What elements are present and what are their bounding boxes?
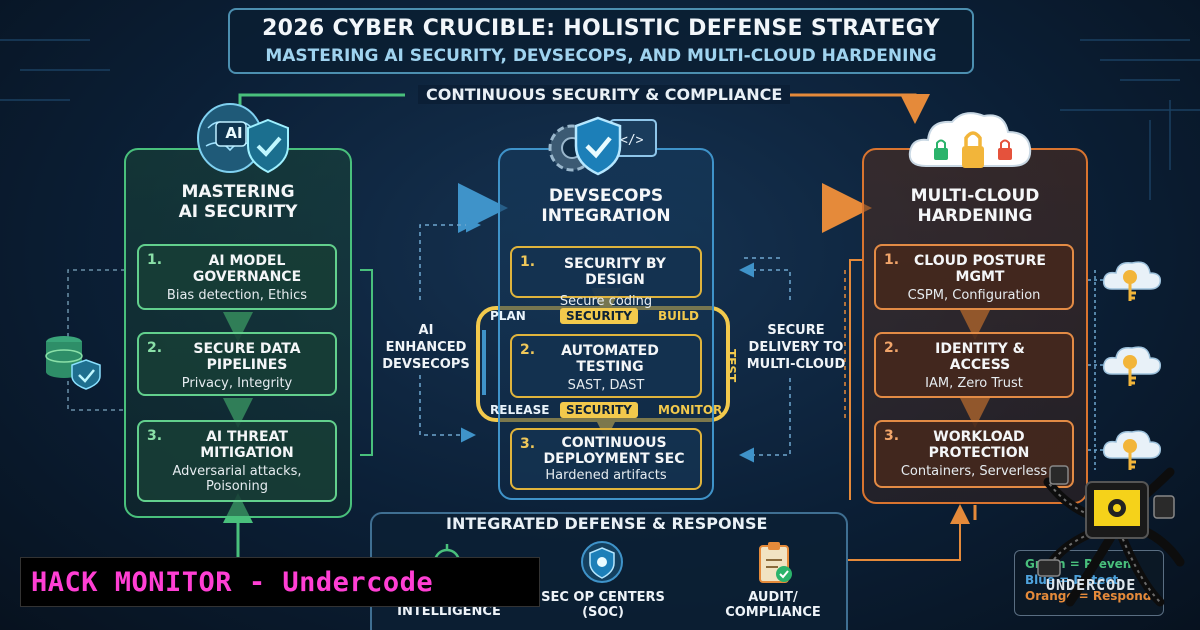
loop-test-label: TEST	[724, 349, 738, 383]
bottom-item-audit: AUDIT/ COMPLIANCE	[725, 590, 821, 620]
dev-card-2: 2. AUTOMATED TESTING SAST, DAST	[510, 334, 702, 398]
cloud-key-icon	[1102, 424, 1162, 474]
ai-enhanced-devsecops-label: AI ENHANCED DEVSECOPS	[382, 323, 470, 372]
ai-card-1: 1. AI MODEL GOVERNANCE Bias detection, E…	[137, 244, 337, 310]
bottom-item-intelligence: INTELLIGENCE	[397, 604, 501, 619]
card-number: 2.	[520, 342, 536, 358]
dev-title-line2: INTEGRATION	[541, 206, 671, 226]
mc-card-3: 3. WORKLOAD PROTECTION Containers, Serve…	[874, 420, 1074, 488]
hack-monitor-watermark: HACK MONITOR - Undercode	[20, 557, 540, 607]
card-subtitle: SAST, DAST	[567, 378, 645, 393]
database-shield-icon	[40, 332, 104, 390]
dev-card-1: 1. SECURITY BY DESIGN Secure coding	[510, 246, 702, 309]
page-title: 2026 CYBER CRUCIBLE: HOLISTIC DEFENSE ST…	[262, 16, 940, 41]
mc-title-line2: HARDENING	[917, 206, 1033, 226]
card-number: 1.	[147, 252, 163, 268]
card-subtitle: CSPM, Configuration	[907, 288, 1041, 303]
mc-card-1: 1. CLOUD POSTURE MGMT CSPM, Configuratio…	[874, 244, 1074, 310]
card-number: 3.	[147, 428, 163, 444]
dev-title-line1: DEVSECOPS	[548, 186, 664, 206]
ai-column-title: MASTERING AI SECURITY	[124, 182, 352, 222]
card-subtitle: Hardened artifacts	[545, 468, 667, 483]
devsecops-column-title: DEVSECOPS INTEGRATION	[498, 186, 714, 226]
page-subtitle: MASTERING AI SECURITY, DEVSECOPS, AND MU…	[265, 46, 937, 66]
bottom-item-soc: SEC OP CENTERS (SOC)	[541, 590, 665, 620]
ai-card-2: 2. SECURE DATA PIPELINES Privacy, Integr…	[137, 332, 337, 396]
loop-monitor-label: MONITOR	[658, 403, 723, 417]
bottom-box-title: INTEGRATED DEFENSE & RESPONSE	[446, 514, 768, 533]
card-title: IDENTITY & ACCESS	[935, 341, 1025, 373]
card-title: AI MODEL GOVERNANCE	[192, 253, 302, 285]
card-subtitle: IAM, Zero Trust	[925, 376, 1023, 391]
mc-title-line1: MULTI-CLOUD	[910, 186, 1040, 206]
card-number: 3.	[884, 428, 900, 444]
dev-card-3: 3. CONTINUOUS DEPLOYMENT SEC Hardened ar…	[510, 428, 702, 490]
top-banner-label: CONTINUOUS SECURITY & COMPLIANCE	[418, 85, 791, 104]
gear-code-shield-icon: </>	[540, 110, 660, 180]
card-title: AUTOMATED TESTING	[561, 343, 659, 375]
loop-security-top-label: SECURITY	[560, 308, 638, 324]
ai-title-line2: AI SECURITY	[178, 202, 298, 222]
undercode-brand-text: UNDERCODE	[1046, 576, 1137, 594]
loop-plan-label: PLAN	[490, 309, 526, 323]
card-title: CLOUD POSTURE MGMT	[914, 253, 1046, 285]
ai-title-line1: MASTERING	[181, 182, 295, 202]
card-number: 1.	[884, 252, 900, 268]
card-number: 2.	[147, 340, 163, 356]
svg-text:</>: </>	[620, 133, 644, 148]
card-number: 2.	[884, 340, 900, 356]
watermark-text: HACK MONITOR - Undercode	[31, 567, 434, 598]
soc-shield-icon	[580, 540, 624, 584]
mc-card-2: 2. IDENTITY & ACCESS IAM, Zero Trust	[874, 332, 1074, 398]
cloud-key-icon	[1102, 255, 1162, 305]
card-subtitle: Adversarial attacks, Poisoning	[172, 464, 302, 494]
multi-cloud-column-title: MULTI-CLOUD HARDENING	[862, 186, 1088, 226]
card-number: 1.	[520, 254, 536, 270]
ai-brain-shield-icon	[190, 98, 300, 178]
legend-orange: Orange = Respond	[1025, 589, 1152, 603]
card-title: CONTINUOUS DEPLOYMENT SEC	[543, 435, 685, 467]
card-title: WORKLOAD PROTECTION	[928, 429, 1030, 461]
loop-release-label: RELEASE	[490, 403, 550, 417]
card-number: 3.	[520, 436, 536, 452]
cloud-key-icon	[1102, 340, 1162, 390]
card-subtitle: Secure coding	[559, 294, 653, 309]
loop-security-bottom-label: SECURITY	[560, 402, 638, 418]
card-title: AI THREAT MITIGATION	[200, 429, 294, 461]
loop-build-label: BUILD	[658, 309, 699, 323]
card-title: SECURE DATA PIPELINES	[193, 341, 301, 373]
audit-clipboard-icon	[752, 540, 796, 586]
title-box: 2026 CYBER CRUCIBLE: HOLISTIC DEFENSE ST…	[228, 8, 974, 74]
card-subtitle: Privacy, Integrity	[181, 376, 293, 391]
undercode-mascot-logo	[1030, 452, 1190, 620]
ai-card-3: 3. AI THREAT MITIGATION Adversarial atta…	[137, 420, 337, 502]
card-subtitle: Containers, Serverless	[900, 464, 1048, 479]
card-subtitle: Bias detection, Ethics	[166, 288, 308, 303]
ai-icon-text: AI	[225, 124, 243, 142]
cloud-locks-icon	[908, 108, 1038, 182]
card-title: SECURITY BY DESIGN	[564, 256, 666, 288]
secure-delivery-label: SECURE DELIVERY TO MULTI-CLOUD	[746, 323, 846, 372]
